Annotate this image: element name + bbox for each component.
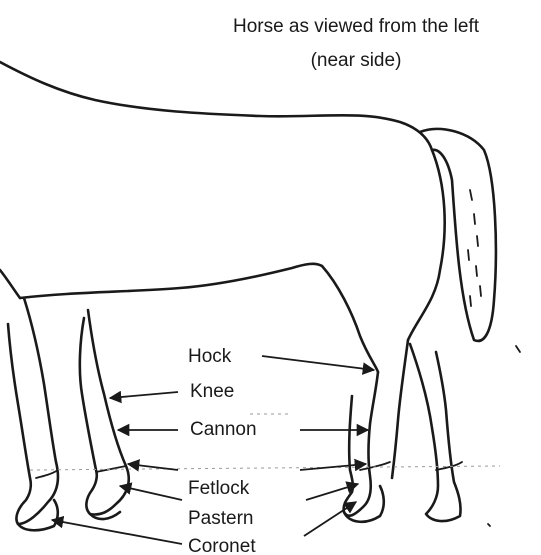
stray-mark xyxy=(516,346,520,352)
ground-guide-line xyxy=(30,466,500,470)
hind-leg-far xyxy=(410,344,461,521)
front-leg-far xyxy=(80,310,129,515)
horse-tail xyxy=(420,129,496,341)
stray-mark-2 xyxy=(488,524,490,526)
arrow-pastern-hind xyxy=(306,484,358,500)
horse-back-line xyxy=(0,62,432,150)
label-hock: Hock xyxy=(188,346,232,367)
hind-fetlock-marks xyxy=(360,462,462,470)
front-near-hoof xyxy=(18,500,58,530)
tail-hair-marks xyxy=(468,190,481,306)
part-labels: Hock Knee Cannon Fetlock Pastern Coronet xyxy=(188,346,257,555)
horse-chest xyxy=(0,270,20,298)
horse-belly xyxy=(20,264,322,298)
label-cannon: Cannon xyxy=(190,419,257,440)
hind-leg-near xyxy=(344,372,378,516)
front-fetlock-marks xyxy=(36,466,126,478)
label-coronet: Coronet xyxy=(188,536,256,555)
arrow-fetlock-hind xyxy=(300,464,366,470)
arrow-pastern-front xyxy=(120,486,182,500)
arrow-hock xyxy=(262,356,374,370)
label-pastern: Pastern xyxy=(188,508,253,529)
arrow-knee xyxy=(110,392,178,398)
horse-rump xyxy=(408,150,445,340)
diagram-title-line2: (near side) xyxy=(311,50,402,71)
label-knee: Knee xyxy=(190,381,234,402)
hind-leg-near-back xyxy=(392,340,408,478)
front-leg-near xyxy=(8,298,58,524)
diagram-title-line1: Horse as viewed from the left xyxy=(233,16,480,37)
label-fetlock: Fetlock xyxy=(188,478,250,499)
horse-stifle xyxy=(322,266,378,372)
arrow-coronet-front xyxy=(52,520,182,544)
horse-outline xyxy=(0,62,520,530)
